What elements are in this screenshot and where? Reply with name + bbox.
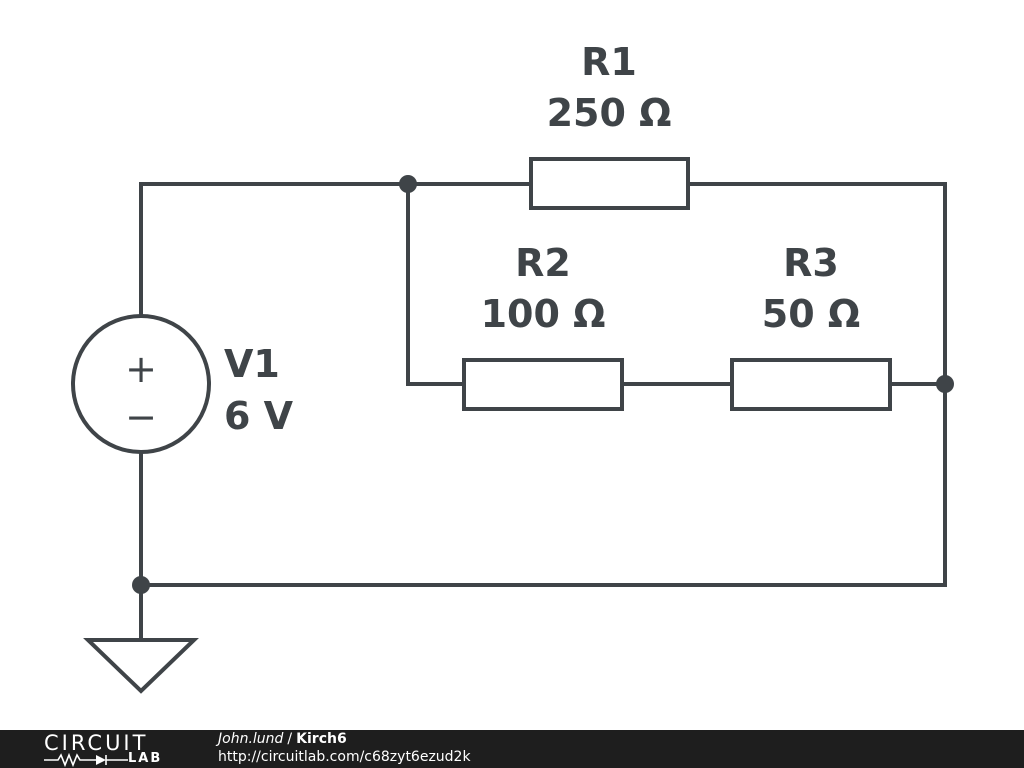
wire-top-left <box>139 182 532 318</box>
resistor-r3 <box>730 358 892 411</box>
ground-symbol <box>83 638 199 694</box>
byline: John.lund/Kirch6 <box>218 731 347 747</box>
byline-separator: / <box>287 731 293 747</box>
r2-name-label: R2 <box>515 241 571 285</box>
circuit-schematic: + − R1 250 Ω R2 100 Ω R3 50 Ω V1 6 V <box>71 40 954 694</box>
r3-value-label: 50 Ω <box>762 292 860 336</box>
r1-value-label: 250 Ω <box>547 91 672 135</box>
minus-sign: − <box>125 395 157 439</box>
voltage-source-v1 <box>71 314 211 454</box>
logo-text-circuit: CIRCUIT <box>44 731 149 755</box>
circuitlab-logo[interactable]: CIRCUIT LAB <box>44 731 174 767</box>
junction-node <box>399 175 417 193</box>
circuit-title[interactable]: Kirch6 <box>296 731 347 747</box>
wire-branch-down <box>406 182 466 386</box>
junction-node <box>936 375 954 393</box>
author-link[interactable]: John.lund <box>218 731 284 747</box>
v1-value-label: 6 V <box>224 394 294 438</box>
resistor-r1 <box>529 157 690 210</box>
logo-text-lab: LAB <box>128 751 163 766</box>
junction-node <box>132 576 150 594</box>
r2-value-label: 100 Ω <box>481 292 606 336</box>
footer-bar: CIRCUIT LAB John.lund/Kirch6 http://circ… <box>0 730 1024 768</box>
plus-sign: + <box>125 347 157 391</box>
circuit-url[interactable]: http://circuitlab.com/c68zyt6ezud2k <box>218 749 471 765</box>
r3-name-label: R3 <box>783 241 839 285</box>
v1-name-label: V1 <box>224 342 280 386</box>
resistor-r2 <box>462 358 624 411</box>
r1-name-label: R1 <box>581 40 637 84</box>
resistor-diode-logo-icon <box>44 753 128 767</box>
